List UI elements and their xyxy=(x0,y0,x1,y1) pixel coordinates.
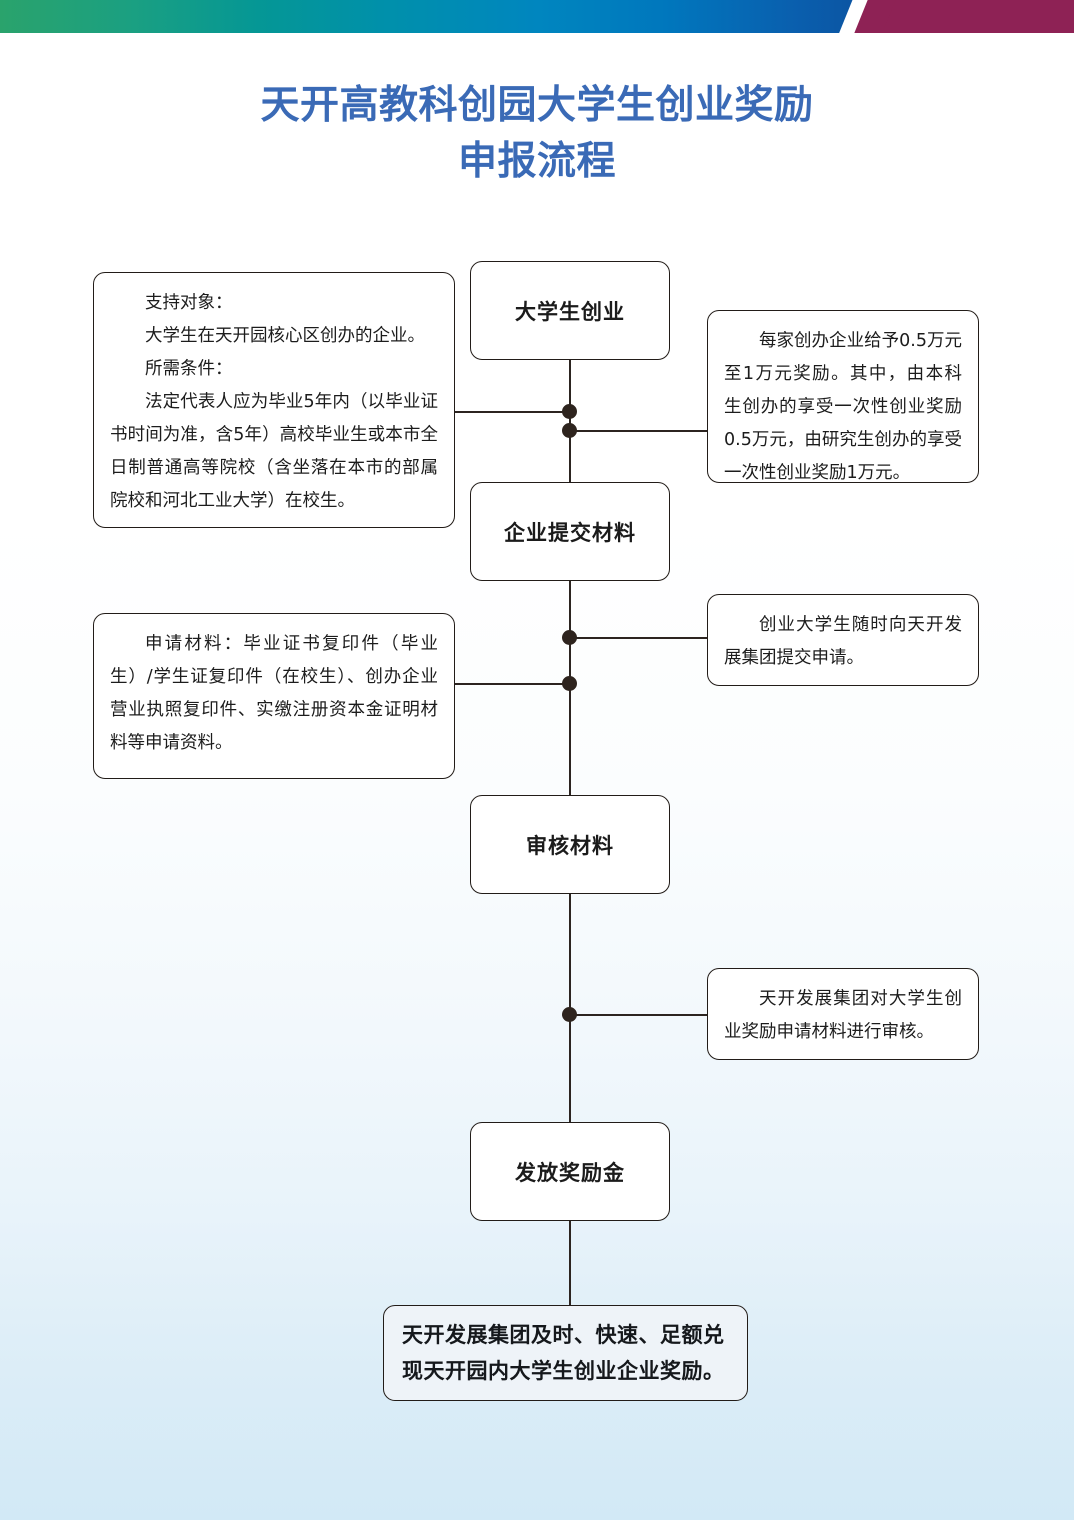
flow-node-label: 大学生创业 xyxy=(515,299,625,324)
flow-node-label: 企业提交材料 xyxy=(504,520,636,545)
branch-dot-award-amount xyxy=(562,423,577,438)
branch-dot-review-by-group xyxy=(562,1007,577,1022)
callout-application-materials-text: 申请材料：毕业证书复印件（毕业生）/学生证复印件（在校生）、创办企业营业执照复印… xyxy=(110,634,438,753)
branch-line-support-target xyxy=(455,411,570,413)
branch-dot-submit-anytime xyxy=(562,630,577,645)
flow-node-disburse-award[interactable]: 发放奖励金 xyxy=(470,1122,670,1221)
callout-submit-anytime-text: 创业大学生随时向天开发展集团提交申请。 xyxy=(724,615,962,668)
header-banner xyxy=(0,0,1074,33)
callout-award-amount: 每家创办企业给予0.5万元至1万元奖励。其中，由本科生创办的享受一次性创业奖励0… xyxy=(707,310,979,483)
branch-dot-application-materials xyxy=(562,676,577,691)
callout-support-target: 支持对象： 大学生在天开园核心区创办的企业。 所需条件： 法定代表人应为毕业5年… xyxy=(93,272,455,528)
callout-support-target-line1: 支持对象： xyxy=(145,293,233,313)
callout-support-target-line3: 所需条件： xyxy=(145,359,233,379)
flow-final-outcome-box: 天开发展集团及时、快速、足额兑 现天开园内大学生创业企业奖励。 xyxy=(383,1305,748,1401)
flow-node-college-startup[interactable]: 大学生创业 xyxy=(470,261,670,360)
branch-line-award-amount xyxy=(570,430,707,432)
branch-dot-support-target xyxy=(562,404,577,419)
page-title-line-2: 申报流程 xyxy=(457,139,616,184)
callout-support-target-line4: 法定代表人应为毕业5年内（以毕业证书时间为准，含5年）高校毕业生或本市全日制普通… xyxy=(110,392,438,511)
flow-node-label: 发放奖励金 xyxy=(515,1160,625,1185)
callout-review-by-group: 天开发展集团对大学生创业奖励申请材料进行审核。 xyxy=(707,968,979,1060)
flow-final-outcome-line-1: 天开发展集团及时、快速、足额兑 xyxy=(402,1323,725,1347)
callout-application-materials: 申请材料：毕业证书复印件（毕业生）/学生证复印件（在校生）、创办企业营业执照复印… xyxy=(93,613,455,779)
flow-node-label: 审核材料 xyxy=(526,833,614,858)
connector-node4-to-final xyxy=(569,1218,571,1308)
page-title-line-1: 天开高教科创园大学生创业奖励 xyxy=(260,83,814,128)
flow-node-submit-materials[interactable]: 企业提交材料 xyxy=(470,482,670,581)
header-accent-block xyxy=(875,0,1074,33)
flow-node-review-materials[interactable]: 审核材料 xyxy=(470,795,670,894)
callout-support-target-line2: 大学生在天开园核心区创办的企业。 xyxy=(145,326,425,346)
callout-award-amount-text: 每家创办企业给予0.5万元至1万元奖励。其中，由本科生创办的享受一次性创业奖励0… xyxy=(724,331,962,483)
branch-line-submit-anytime xyxy=(570,637,707,639)
callout-review-by-group-text: 天开发展集团对大学生创业奖励申请材料进行审核。 xyxy=(724,989,962,1042)
callout-submit-anytime: 创业大学生随时向天开发展集团提交申请。 xyxy=(707,594,979,686)
branch-line-review-by-group xyxy=(570,1014,707,1016)
page-title: 天开高教科创园大学生创业奖励 申报流程 xyxy=(0,78,1074,190)
flow-final-outcome-line-2: 现天开园内大学生创业企业奖励。 xyxy=(402,1359,725,1383)
branch-line-application-materials xyxy=(455,683,570,685)
